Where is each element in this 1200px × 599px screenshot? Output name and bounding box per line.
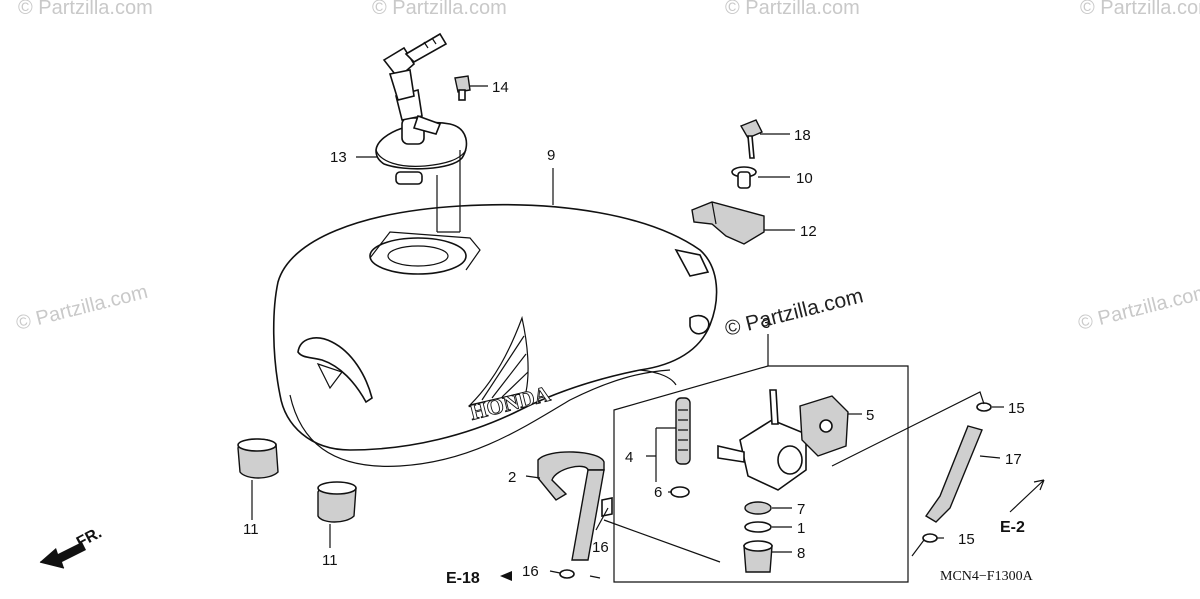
strainer-4-part[interactable] — [675, 397, 691, 465]
clip-15-top-part[interactable] — [976, 402, 992, 412]
hose-17-part[interactable] — [924, 425, 983, 523]
leader-lines — [251, 85, 1045, 581]
valve-lever-5-part[interactable] — [799, 395, 849, 457]
callout-16-upper: 16 — [592, 539, 609, 556]
callout-5: 5 — [866, 407, 874, 424]
watermark-top-2: © Partzilla.com — [725, 0, 860, 19]
front-direction-arrow: FR. — [39, 524, 105, 569]
callout-11-right: 11 — [322, 552, 338, 569]
screw-14-part[interactable] — [454, 75, 471, 101]
ref-e2[interactable]: E-2 — [1000, 519, 1025, 536]
callout-12: 12 — [800, 223, 817, 240]
fuel-hose-2-part[interactable] — [537, 451, 605, 561]
watermark-right: © Partzilla.com — [1076, 281, 1200, 335]
callout-16-lower: 16 — [522, 563, 539, 580]
callout-1: 1 — [797, 520, 805, 537]
fuel-valve-body-part[interactable] — [717, 389, 807, 491]
clip-15-bottom-part[interactable] — [922, 533, 938, 543]
callout-2: 2 — [508, 469, 516, 486]
collar-10-part[interactable] — [731, 166, 757, 189]
callout-8: 8 — [797, 545, 805, 562]
callout-11-left: 11 — [243, 521, 259, 538]
diagram-code: MCN4−F1300A — [940, 569, 1034, 584]
rubber-cushion-11a-part[interactable] — [237, 438, 279, 479]
watermark-top-3: © Partzilla.com — [1080, 0, 1200, 19]
sediment-cup-8-part[interactable] — [743, 540, 773, 573]
callout-6: 6 — [654, 484, 662, 501]
callout-10: 10 — [796, 170, 813, 187]
callout-7: 7 — [797, 501, 805, 518]
callout-18: 18 — [794, 127, 811, 144]
callout-14: 14 — [492, 79, 509, 96]
o-ring-6-part[interactable] — [670, 486, 690, 498]
fuel-cap-part[interactable] — [375, 32, 468, 185]
clip-16b-part[interactable] — [601, 497, 613, 517]
callout-labels: 14 13 9 18 10 12 3 5 4 6 7 1 8 2 16 16 1… — [243, 79, 1025, 580]
watermark-left: © Partzilla.com — [14, 281, 150, 335]
clip-16-part[interactable] — [559, 569, 575, 579]
fuel-valve-assembly-box — [613, 365, 909, 583]
callout-13: 13 — [330, 149, 347, 166]
ref-e18[interactable]: E-18 — [446, 570, 480, 587]
bracket-12-part[interactable] — [691, 201, 765, 245]
o-ring-1-part[interactable] — [744, 521, 772, 533]
callout-4: 4 — [625, 449, 633, 466]
washer-7-part[interactable] — [744, 501, 772, 515]
callout-15-lower: 15 — [958, 531, 975, 548]
watermark-main: © Partzilla.com — [723, 284, 866, 341]
fuel-tank-part[interactable]: HONDA — [272, 203, 718, 467]
section-references: E-18 E-2 — [446, 519, 1025, 587]
watermark-top-0: © Partzilla.com — [18, 0, 153, 19]
watermark-top-1: © Partzilla.com — [372, 0, 507, 19]
callout-15-upper: 15 — [1008, 400, 1025, 417]
rubber-cushion-11b-part[interactable] — [317, 481, 357, 523]
callout-3: 3 — [762, 315, 770, 332]
bolt-18-part[interactable] — [739, 119, 763, 159]
callout-17: 17 — [1005, 451, 1022, 468]
callout-9: 9 — [547, 147, 555, 164]
